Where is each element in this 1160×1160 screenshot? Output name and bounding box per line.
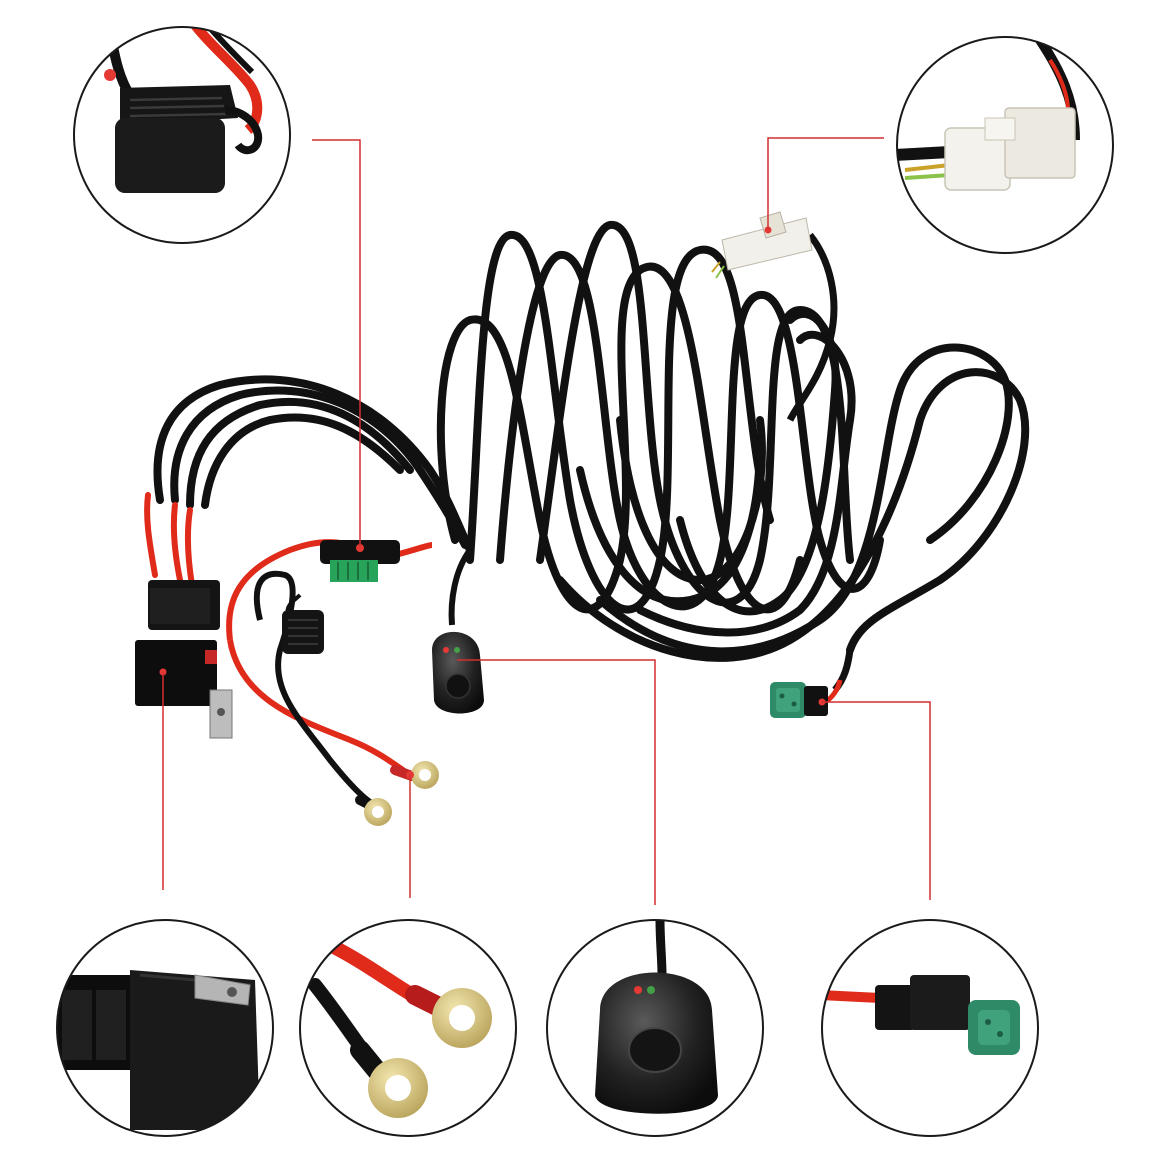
callout-dt-connector [821, 919, 1039, 1137]
dt-connector [770, 682, 828, 718]
dt-connector-icon [822, 975, 1020, 1055]
callout-line-dt-connector [822, 701, 931, 900]
relay-red-wires [144, 492, 195, 588]
callout-white-connector [896, 36, 1114, 254]
switch [432, 631, 484, 714]
callout-line-switch [457, 659, 656, 905]
relay [135, 580, 233, 739]
ring-terminal-icon [308, 938, 492, 1118]
callout-fuse-holder [73, 26, 291, 244]
ring-terminals [355, 761, 439, 826]
white-connector [711, 211, 813, 279]
white-plug-icon [897, 37, 1080, 191]
switch-icon [595, 920, 718, 1114]
callout-line-fuse [312, 139, 361, 548]
relay-icon [57, 970, 260, 1130]
left-bundle-wires [153, 375, 474, 554]
fuse-holder-icon [104, 27, 263, 193]
callout-line-white-connector [767, 137, 884, 230]
callout-lines [162, 137, 931, 905]
callout-ring-terminals [299, 919, 517, 1137]
callout-switch [546, 919, 764, 1137]
harness-main [135, 211, 1030, 826]
callout-relay [56, 919, 274, 1137]
black-cable-coils [436, 221, 1030, 662]
fuse-cap [282, 593, 324, 654]
